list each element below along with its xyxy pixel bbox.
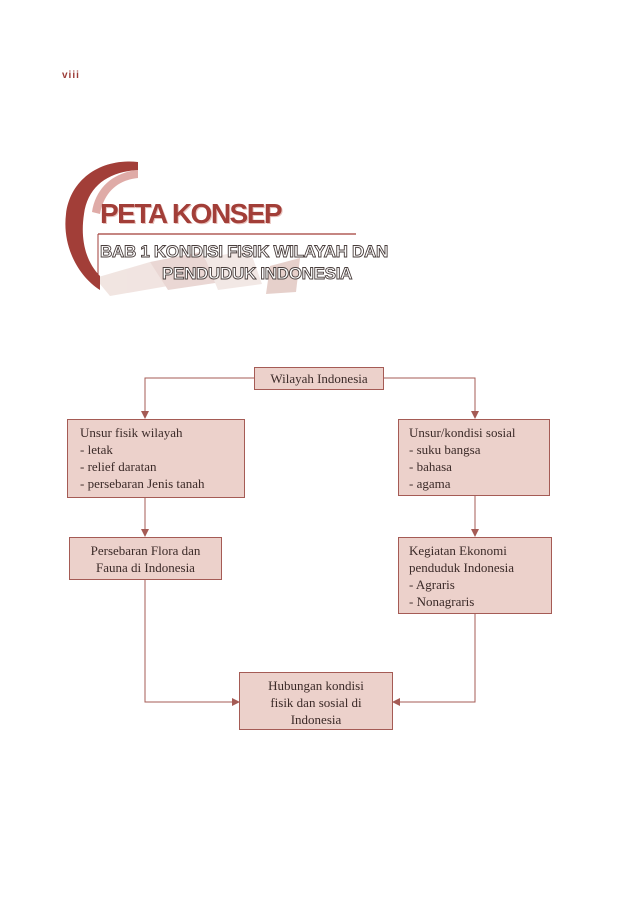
node-text: - persebaran Jenis tanah (80, 476, 205, 491)
node-text: Persebaran Flora dan (90, 543, 201, 558)
node-persebaran-flora: Persebaran Flora dan Fauna di Indonesia (69, 537, 222, 580)
connector-flora-relation (144, 580, 240, 706)
node-kegiatan-ekonomi: Kegiatan Ekonomi penduduk Indonesia - Ag… (398, 537, 552, 614)
node-hubungan-kondisi: Hubungan kondisi fisik dan sosial di Ind… (239, 672, 393, 730)
node-unsur-fisik: Unsur fisik wilayah - letak - relief dar… (67, 419, 245, 498)
node-text: Wilayah Indonesia (270, 371, 368, 386)
node-text: - agama (409, 476, 451, 491)
node-text: Unsur fisik wilayah (80, 425, 183, 440)
paper-decoration (95, 250, 300, 296)
page-number: viii (62, 70, 80, 81)
node-text: fisik dan sosial di (270, 695, 362, 710)
node-text: Unsur/kondisi sosial (409, 425, 516, 440)
node-text: - relief daratan (80, 459, 157, 474)
node-text: Kegiatan Ekonomi (409, 543, 507, 558)
node-text: Indonesia (290, 712, 342, 727)
node-text: Hubungan kondisi (268, 678, 364, 693)
node-text: - Nonagraris (409, 594, 475, 609)
chapter-title-line-1: BAB 1 KONDISI FISIK WILAYAH DAN (100, 242, 389, 262)
page-title: PETA KONSEP (100, 198, 283, 229)
node-text: - suku bangsa (409, 442, 481, 457)
node-text: - bahasa (409, 459, 452, 474)
connector-economy-relation (392, 614, 476, 706)
node-text: - letak (80, 442, 113, 457)
node-wilayah-indonesia: Wilayah Indonesia (254, 367, 384, 390)
node-unsur-sosial: Unsur/kondisi sosial - suku bangsa - bah… (398, 419, 550, 496)
node-text: Fauna di Indonesia (96, 560, 195, 575)
node-text: - Agraris (409, 577, 455, 592)
connector-root-physical (141, 377, 254, 419)
chapter-title-line-2: PENDUDUK INDONESIA (162, 264, 353, 284)
connectors (141, 377, 479, 706)
connector-root-social (384, 377, 479, 419)
header-arc (65, 161, 138, 290)
node-text: penduduk Indonesia (409, 560, 515, 575)
